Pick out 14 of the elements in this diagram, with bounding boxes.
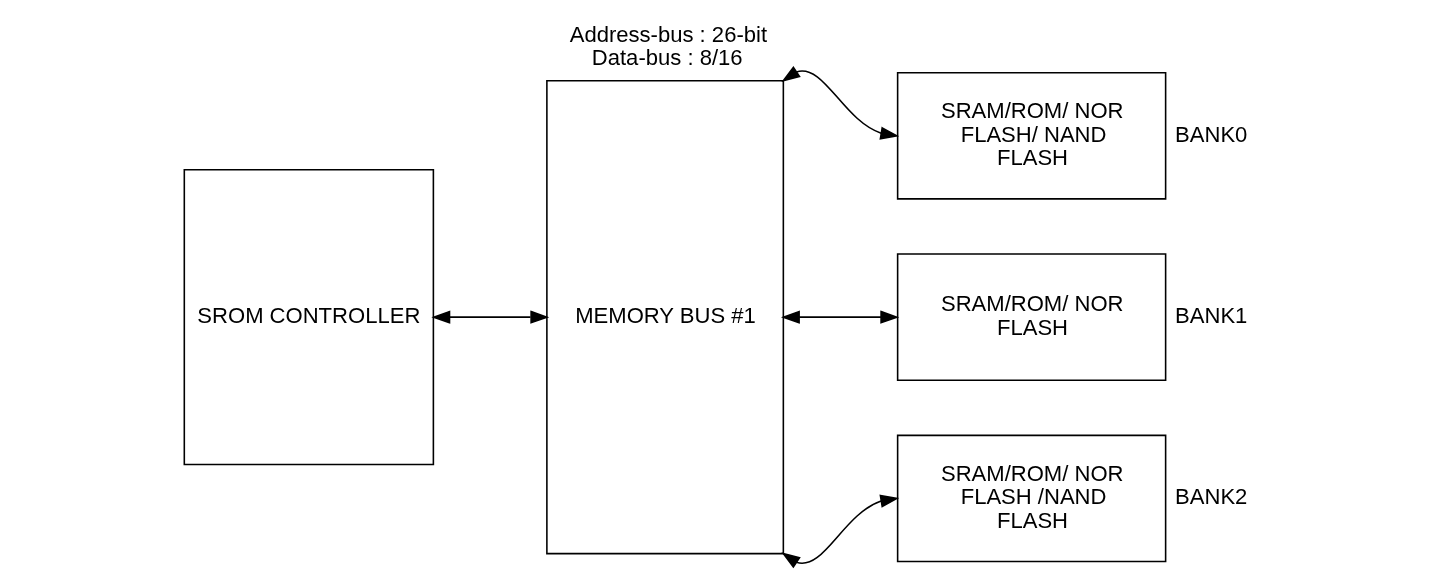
node-label: BANK1 (1175, 302, 1248, 328)
arrow (781, 494, 900, 569)
node-label: Data-bus : 8/16 (591, 45, 743, 71)
arrow (780, 310, 900, 324)
node-box: SRAM/ROM/ NOR FLASH/ NAND FLASH (896, 72, 1167, 200)
node-label: Address-bus : 26-bit (569, 21, 768, 47)
node-box: SRAM/ROM/ NOR FLASH (896, 253, 1167, 381)
node-box: MEMORY BUS #1 (546, 79, 785, 555)
arrow (431, 310, 550, 324)
node-box: SROM CONTROLLER (183, 168, 435, 466)
node-box: SRAM/ROM/ NOR FLASH /NAND FLASH (896, 434, 1167, 563)
arrow (781, 65, 900, 140)
node-label: BANK0 (1175, 121, 1248, 147)
node-label: BANK2 (1175, 484, 1248, 510)
